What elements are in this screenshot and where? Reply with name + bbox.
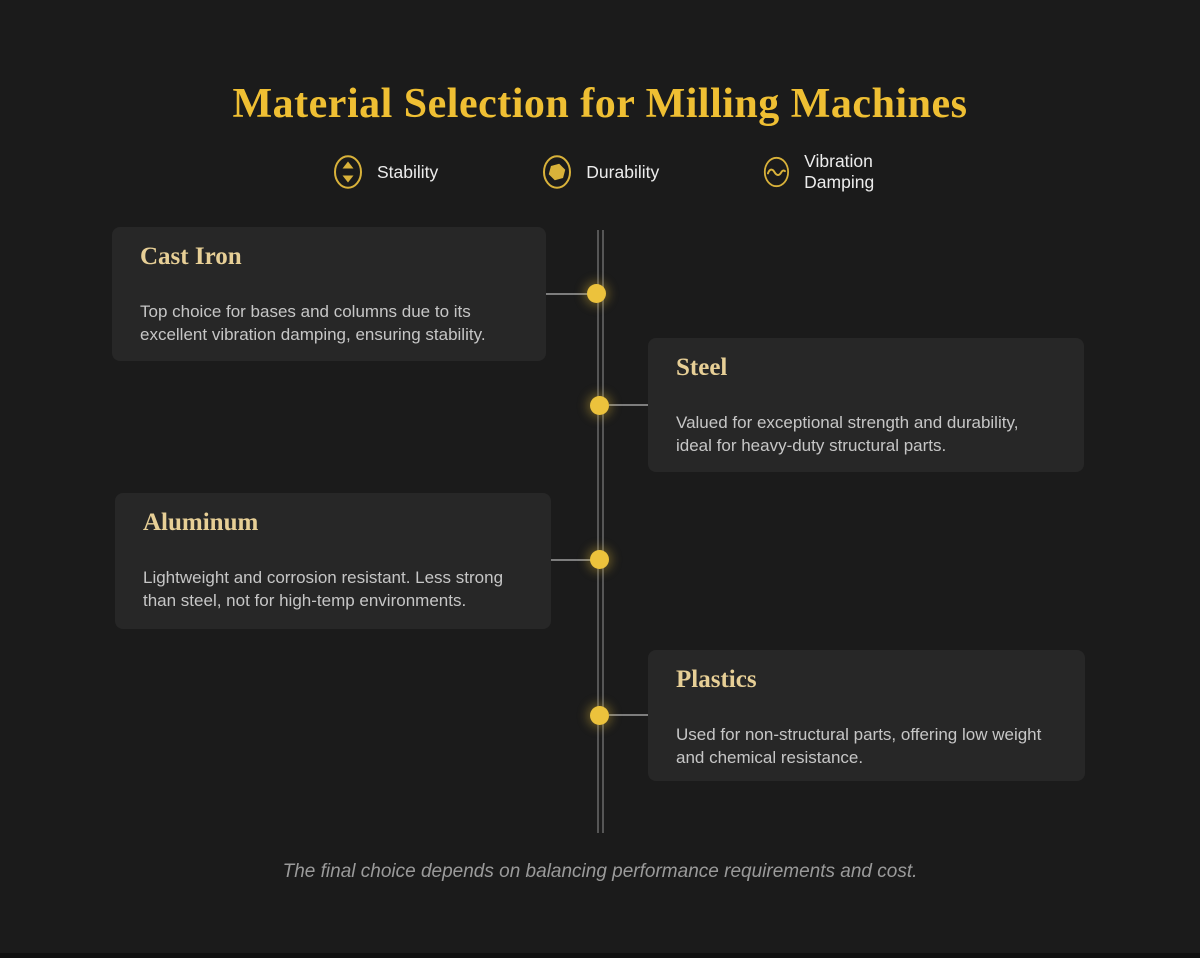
timeline-dot-steel <box>590 396 609 415</box>
page-title: Material Selection for Milling Machines <box>232 81 968 128</box>
connector-cast-iron <box>546 293 591 295</box>
timeline-dot-aluminum <box>590 550 609 569</box>
material-card-cast-iron: Cast Iron Top choice for bases and colum… <box>112 227 546 361</box>
timeline-dot-cast-iron <box>587 284 606 303</box>
wave-icon <box>764 156 790 188</box>
connector-aluminum <box>551 559 591 561</box>
legend-item-stability: Stability <box>333 154 438 190</box>
material-card-aluminum: Aluminum Lightweight and corrosion resis… <box>115 493 551 629</box>
legend: Stability Durability Vibration Damping <box>333 151 933 193</box>
material-title: Steel <box>676 354 728 381</box>
connector-plastics <box>609 714 648 716</box>
material-card-steel: Steel Valued for exceptional strength an… <box>648 338 1084 472</box>
material-title: Aluminum <box>143 509 259 536</box>
material-title: Cast Iron <box>140 243 242 270</box>
material-card-plastics: Plastics Used for non-structural parts, … <box>648 650 1085 781</box>
legend-item-durability: Durability <box>542 154 659 190</box>
legend-label-vibration-damping: Vibration Damping <box>804 151 875 192</box>
material-description: Valued for exceptional strength and dura… <box>676 413 1019 455</box>
material-description: Lightweight and corrosion resistant. Les… <box>143 568 504 610</box>
hexagon-icon <box>543 155 572 189</box>
material-title: Plastics <box>676 666 757 693</box>
sort-arrows-icon <box>334 155 362 189</box>
material-description: Top choice for bases and columns due to … <box>140 302 486 344</box>
connector-steel <box>609 404 648 406</box>
bottom-edge-strip <box>0 953 1200 958</box>
legend-label-stability: Stability <box>377 161 439 182</box>
timeline-line <box>597 230 604 833</box>
timeline-dot-plastics <box>590 706 609 725</box>
footer-note: The final choice depends on balancing pe… <box>282 861 918 882</box>
legend-label-durability: Durability <box>586 161 660 182</box>
legend-item-vibration-damping: Vibration Damping <box>763 151 933 193</box>
material-description: Used for non-structural parts, offering … <box>676 725 1042 767</box>
